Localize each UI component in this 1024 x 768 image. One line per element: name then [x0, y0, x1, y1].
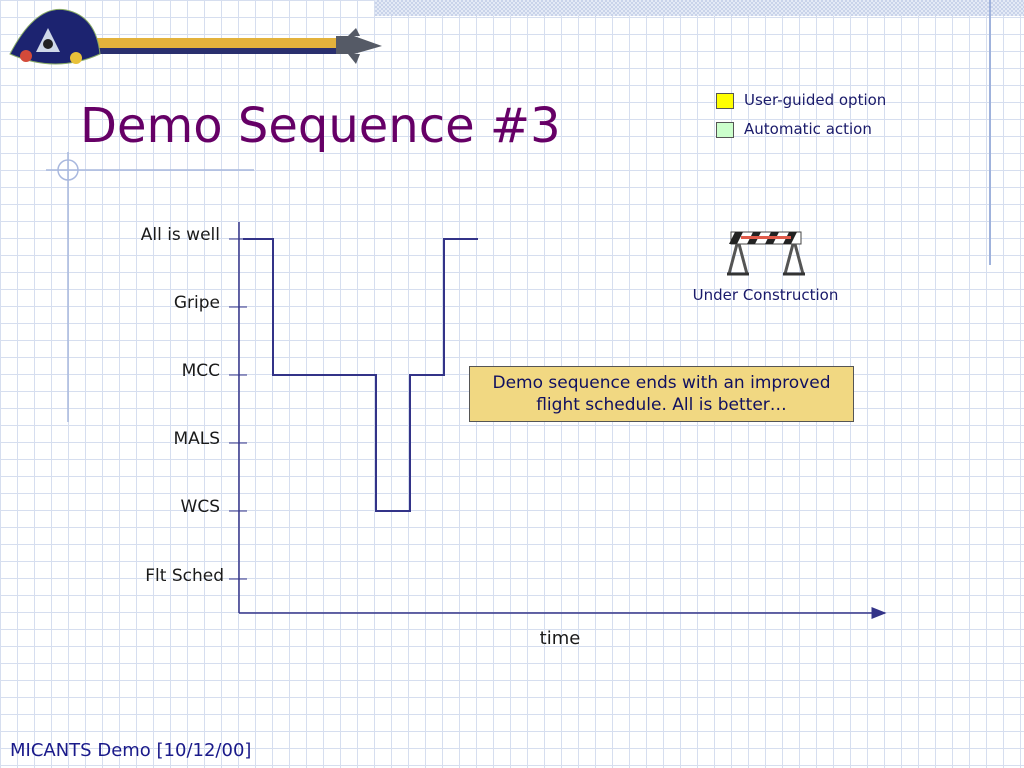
- barricade-icon: [726, 231, 805, 276]
- right-decor-line: [989, 0, 991, 265]
- title-crosshair-decor: [46, 152, 254, 422]
- top-decor-band: [375, 0, 1024, 16]
- y-tick-label: WCS: [180, 497, 220, 517]
- y-tick-label: MCC: [181, 361, 220, 381]
- y-tick-label: MALS: [173, 429, 220, 449]
- under-construction: Under Construction: [688, 228, 843, 304]
- legend-swatch-yellow: [716, 93, 734, 109]
- x-axis-label: time: [539, 628, 581, 649]
- micants-logo: [9, 8, 382, 65]
- y-tick-label: Gripe: [173, 293, 220, 313]
- legend-swatch-green: [716, 122, 734, 138]
- slide-title: Demo Sequence #3: [80, 98, 561, 154]
- state-series-line: [243, 238, 478, 512]
- callout-box: Demo sequence ends with an improved flig…: [469, 366, 854, 422]
- callout-text: Demo sequence ends with an improved flig…: [492, 373, 831, 415]
- legend-label: User-guided option: [744, 91, 887, 109]
- y-tick-label: All is well: [140, 225, 220, 245]
- y-tick-label: Flt Sched: [145, 566, 224, 586]
- slide-footer: MICANTS Demo [10/12/00]: [10, 740, 252, 761]
- under-construction-label: Under Construction: [692, 286, 839, 304]
- legend-label: Automatic action: [744, 120, 872, 138]
